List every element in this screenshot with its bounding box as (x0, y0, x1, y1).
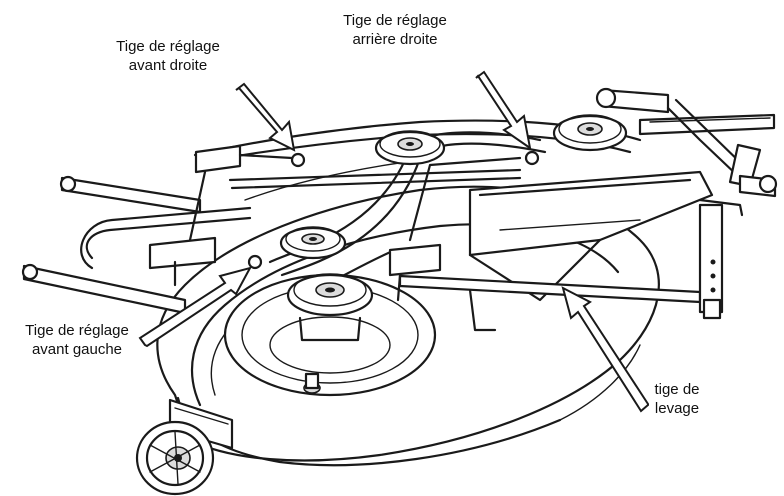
label-lift-rod-line1: tige de (654, 381, 700, 398)
arrow-rear-right (475, 70, 532, 151)
label-rear-right-line1: Tige de réglage (343, 12, 447, 29)
label-lift-rod-line2: levage (654, 400, 700, 417)
label-front-right-line1: Tige de réglage (116, 38, 220, 55)
arrow-lift-rod (561, 286, 649, 413)
label-rear-right-adjustment-rod: Tige de réglage arrière droite (320, 11, 470, 49)
label-lift-rod: tige de levage (636, 380, 718, 418)
label-front-left-line1: Tige de réglage (25, 322, 129, 339)
deck-housing (156, 185, 660, 467)
label-front-left-line2: avant gauche (31, 341, 123, 358)
arrow-front-right (235, 82, 296, 152)
arrow-front-left (138, 266, 252, 348)
label-front-right-adjustment-rod: Tige de réglage avant droite (98, 37, 238, 75)
discharge-chute (468, 170, 714, 302)
label-front-left-adjustment-rod: Tige de réglage avant gauche (2, 321, 152, 359)
adjustment-brackets (148, 144, 724, 332)
pulley-icon (279, 114, 628, 342)
label-front-right-line2: avant droite (128, 57, 208, 74)
gauge-wheel-icon (135, 420, 215, 496)
label-rear-right-line2: arrière droite (352, 31, 438, 48)
rear-lift-arm (595, 87, 778, 217)
pointer-arrow-icon (138, 70, 649, 413)
